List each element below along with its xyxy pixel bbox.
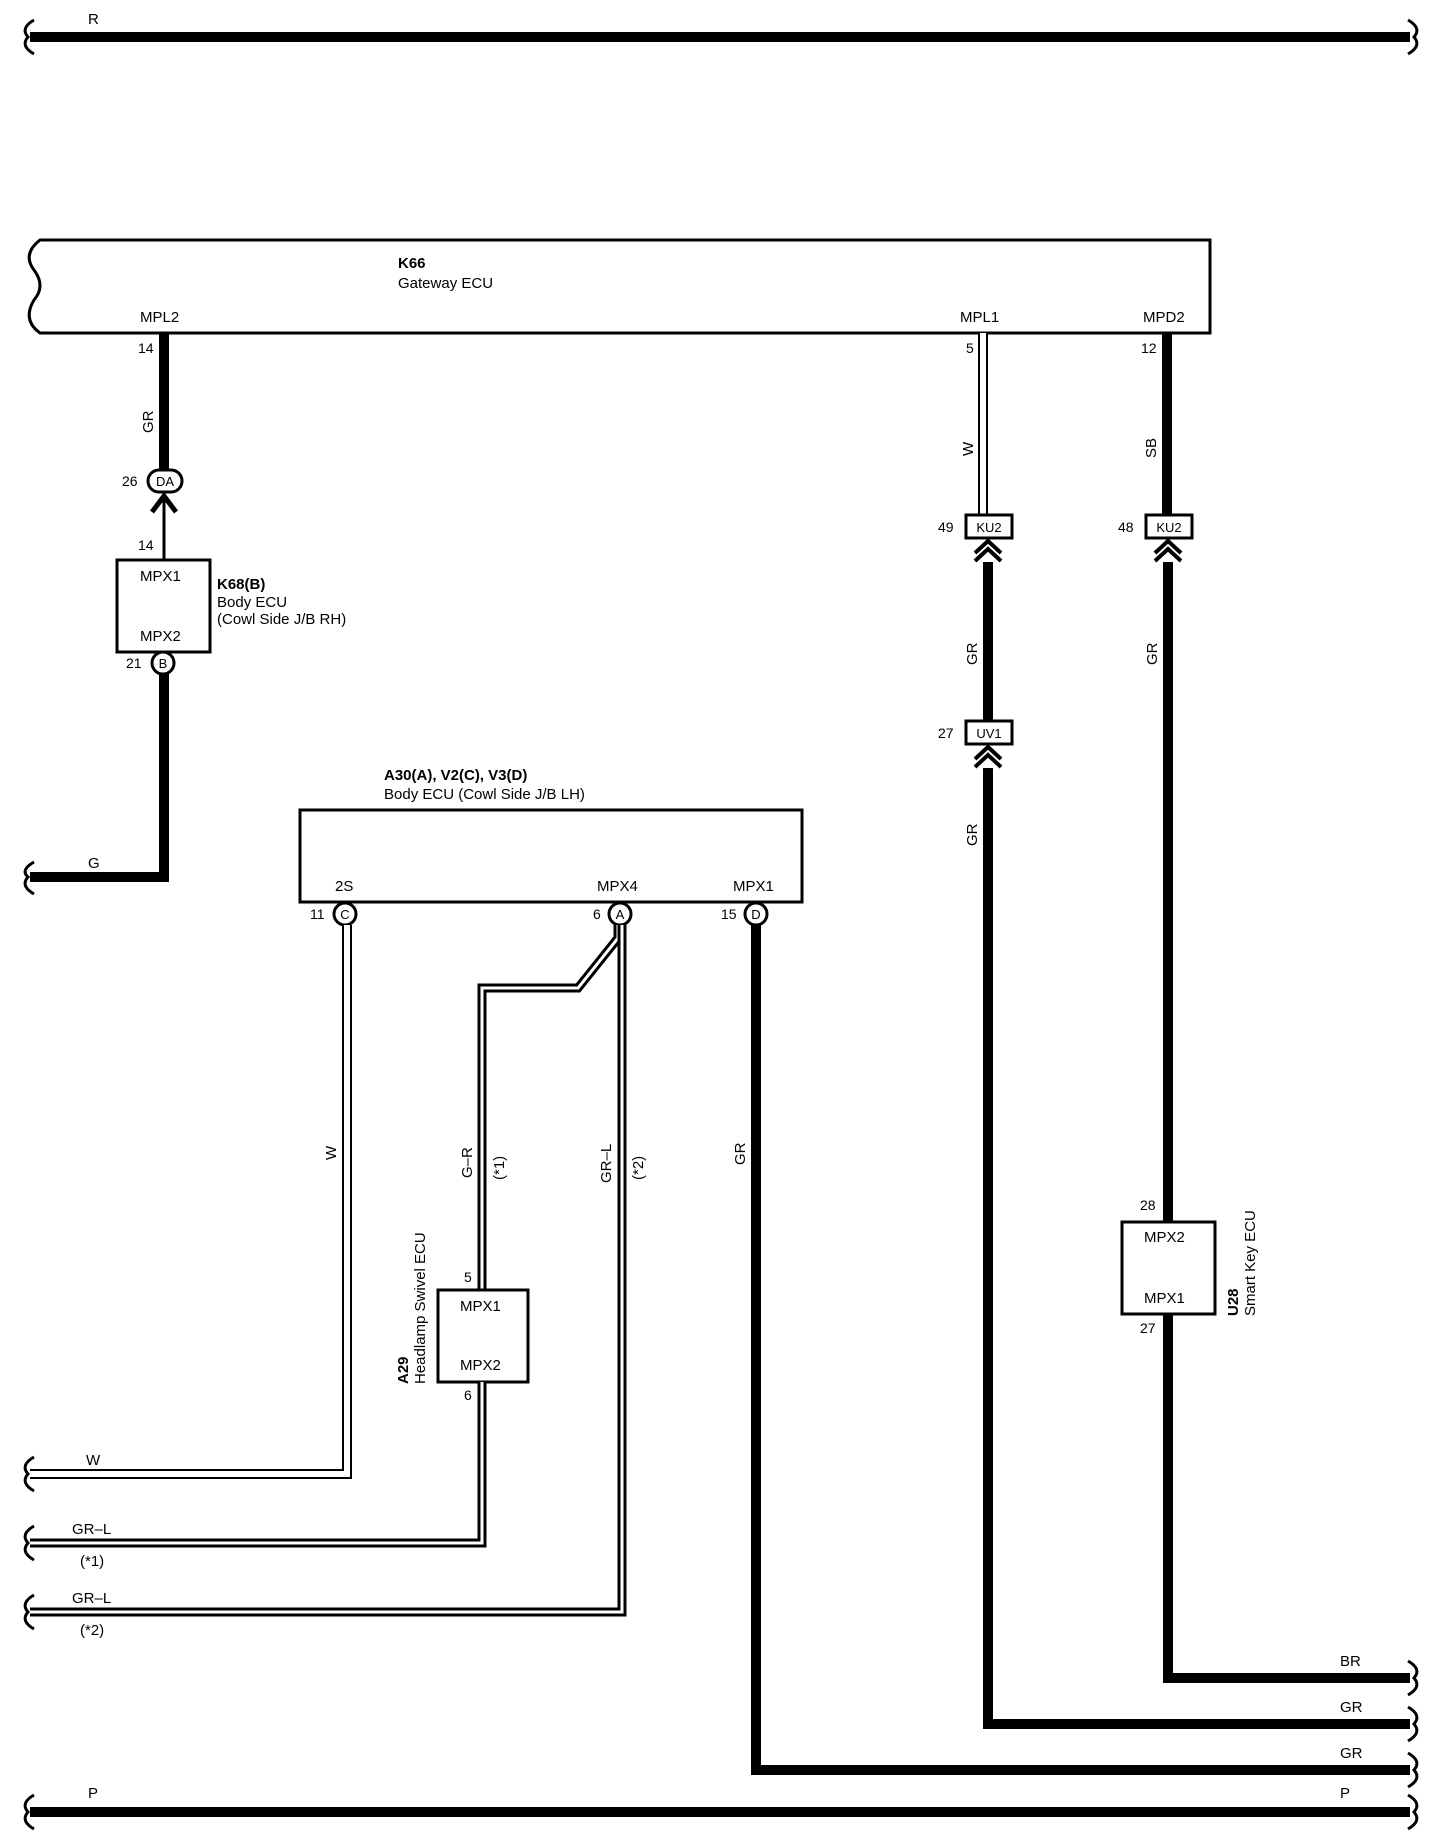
connector-uv1-label: UV1	[976, 726, 1001, 741]
body-ecu-rh: 14 MPX1 MPX2 K68(B) Body ECU (Cowl Side …	[115, 537, 346, 676]
rail-r-label: R	[88, 11, 99, 28]
body-ecu-rh-name: Body ECU	[217, 594, 287, 611]
headlamp-ecu-top-pin: 5	[464, 1269, 472, 1285]
smart-key-ecu-bottom-pin: 27	[1140, 1320, 1156, 1336]
wire-color-2s: W	[323, 1145, 340, 1160]
body-ecu-lh-pin-label-mpx4: MPX4	[597, 878, 638, 895]
smart-key-ecu-code: U28	[1225, 1288, 1242, 1316]
smart-key-ecu-name: Smart Key ECU	[1242, 1210, 1259, 1316]
gateway-pin-label-mpl2: MPL2	[140, 309, 179, 326]
connector-ku2-left-label: KU2	[976, 520, 1001, 535]
junction-da: DA 26	[122, 468, 184, 560]
body-ecu-rh-bottom-label: MPX2	[140, 628, 181, 645]
right-exits: BR GR GR	[1340, 1653, 1419, 1789]
left-exit-grl-2-label: GR–L	[72, 1590, 111, 1607]
headlamp-swivel-ecu: 5 MPX1 MPX2 6 A29 Headlamp Swivel ECU	[395, 1232, 530, 1403]
gateway-ecu-name: Gateway ECU	[398, 275, 493, 292]
rail-p: P P	[23, 1785, 1419, 1831]
wire-color-mpl1: W	[960, 441, 977, 456]
wire-uv1-exit: GR	[964, 768, 1410, 1729]
wire-color-ku2-right-lower: GR	[1144, 642, 1161, 665]
body-ecu-lh-name: Body ECU (Cowl Side J/B LH)	[384, 786, 585, 803]
headlamp-ecu-bottom-label: MPX2	[460, 1357, 501, 1374]
connector-ku2-right-label: KU2	[1156, 520, 1181, 535]
gateway-ecu-code: K66	[398, 255, 426, 272]
wire-headlamp-exit: GR–L (*1)	[23, 1382, 487, 1570]
wire-color-g: G	[88, 855, 100, 872]
junction-da-label: DA	[156, 474, 174, 489]
body-ecu-lh-pin-6: 6	[593, 906, 601, 922]
body-ecu-lh-pin-label-mpx1: MPX1	[733, 878, 774, 895]
wire-mpl2: GR	[140, 333, 169, 470]
right-exit-gr-1-label: GR	[1340, 1699, 1363, 1716]
wire-2s: W W	[23, 925, 352, 1493]
connector-ku2-left-pin: 49	[938, 519, 954, 535]
junction-da-pin: 26	[122, 473, 138, 489]
smart-key-ecu-top-pin: 28	[1140, 1197, 1156, 1213]
gateway-pin-label-mpl1: MPL1	[960, 309, 999, 326]
body-ecu-rh-top-label: MPX1	[140, 568, 181, 585]
body-ecu-rh-code: K68(B)	[217, 576, 265, 593]
connector-ku2-left: KU2 49	[938, 513, 1014, 563]
smart-key-ecu-bottom-label: MPX1	[1144, 1290, 1185, 1307]
gateway-pin-number-5: 5	[966, 340, 974, 356]
rail-p-right-label: P	[1340, 1785, 1350, 1802]
headlamp-ecu-code: A29	[395, 1356, 412, 1384]
body-ecu-lh-pin-15: 15	[721, 906, 737, 922]
body-ecu-rh-bottom-pin: 21	[126, 655, 142, 671]
left-exit-grl-1-note: (*1)	[80, 1553, 104, 1570]
gateway-ecu: K66 Gateway ECU MPL2 MPL1 MPD2 14 5 12	[27, 238, 1212, 356]
body-ecu-lh-connector-a: A	[616, 907, 625, 922]
wire-mpd2: SB	[1143, 333, 1172, 515]
wire-color-mpx4-b: GR–L	[598, 1144, 615, 1183]
right-exit-br-label: BR	[1340, 1653, 1361, 1670]
gateway-pin-number-12: 12	[1141, 340, 1157, 356]
body-ecu-rh-top-pin: 14	[138, 537, 154, 553]
wire-mpl1: W	[960, 333, 988, 515]
body-ecu-rh-location: (Cowl Side J/B RH)	[217, 611, 346, 628]
wire-mpx1-d: GR	[732, 925, 1410, 1775]
rail-p-left-label: P	[88, 1785, 98, 1802]
gateway-pin-label-mpd2: MPD2	[1143, 309, 1185, 326]
wire-color-uv1-lower: GR	[964, 823, 981, 846]
wire-color-ku2-left-lower: GR	[964, 642, 981, 665]
smart-key-ecu-top-label: MPX2	[1144, 1229, 1185, 1246]
headlamp-ecu-bottom-pin: 6	[464, 1387, 472, 1403]
wire-color-mpl2: GR	[140, 410, 157, 433]
wire-mpx4-a: G–R (*1)	[459, 925, 623, 1290]
wire-note-mpx4-b: (*2)	[630, 1156, 647, 1180]
wire-mpx4-b: GR–L (*2) GR–L (*2)	[23, 925, 647, 1639]
wire-note-mpx4-a: (*1)	[491, 1156, 508, 1180]
connector-ku2-right-pin: 48	[1118, 519, 1134, 535]
body-ecu-lh-pin-11: 11	[310, 906, 325, 922]
smart-key-ecu: 28 MPX2 MPX1 27 U28 Smart Key ECU	[1120, 1197, 1259, 1336]
wire-color-mpd2: SB	[1143, 438, 1160, 458]
body-ecu-lh-code: A30(A), V2(C), V3(D)	[384, 767, 527, 784]
headlamp-ecu-top-label: MPX1	[460, 1298, 501, 1315]
connector-uv1-pin: 27	[938, 725, 954, 741]
wire-ku2-uv1: GR	[964, 562, 993, 721]
rail-r: R	[23, 11, 1419, 56]
connector-uv1: UV1 27	[938, 719, 1014, 769]
connector-ku2-right: KU2 48	[1118, 513, 1194, 563]
left-exit-grl-1-label: GR–L	[72, 1521, 111, 1538]
body-ecu-rh-connector-b: B	[159, 656, 168, 671]
wire-smartkey-exit	[1163, 1314, 1410, 1683]
body-ecu-lh-connector-c: C	[340, 907, 349, 922]
wire-ku2-right-smartkey: GR	[1144, 562, 1173, 1222]
left-exit-w-label: W	[86, 1452, 101, 1469]
wire-g: G	[23, 674, 169, 896]
body-ecu-lh-connector-d: D	[751, 907, 760, 922]
gateway-pin-number-14: 14	[138, 340, 154, 356]
wire-color-mpx1-d: GR	[732, 1142, 749, 1165]
body-ecu-lh: A30(A), V2(C), V3(D) Body ECU (Cowl Side…	[298, 767, 804, 927]
left-exit-grl-2-note: (*2)	[80, 1622, 104, 1639]
body-ecu-lh-pin-label-2s: 2S	[335, 878, 353, 895]
right-exit-gr-2-label: GR	[1340, 1745, 1363, 1762]
wire-color-mpx4-a: G–R	[459, 1147, 476, 1178]
headlamp-ecu-name: Headlamp Swivel ECU	[412, 1232, 429, 1384]
